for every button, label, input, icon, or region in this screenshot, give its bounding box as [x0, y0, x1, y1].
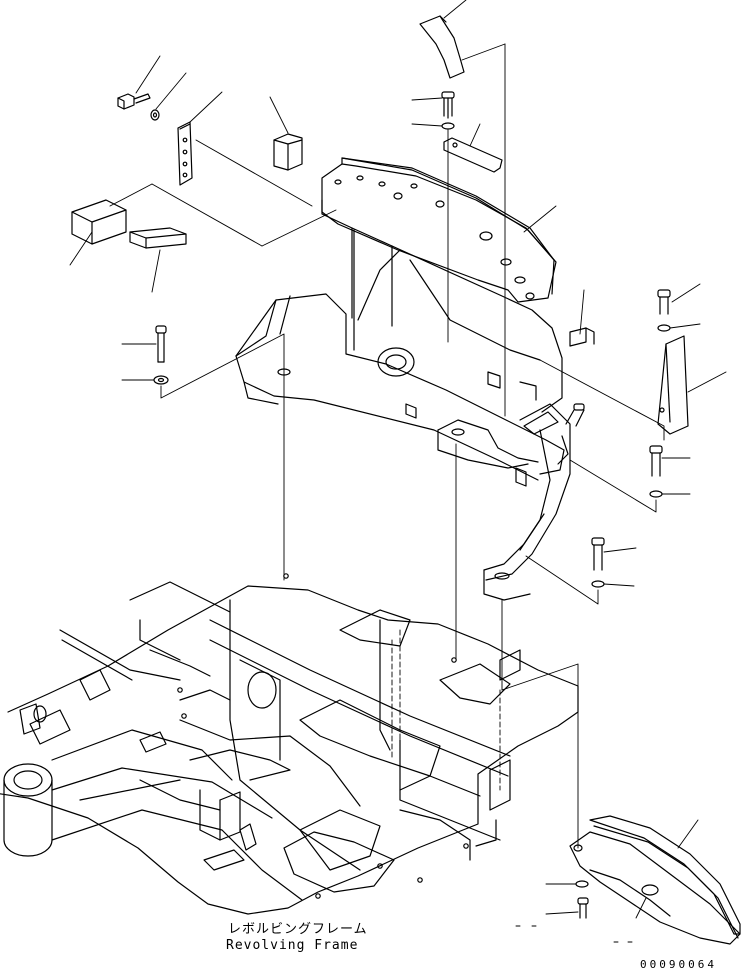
block-small-top	[273, 133, 303, 171]
leader-lines-right	[455, 205, 727, 691]
hidden-lines	[391, 629, 501, 791]
bracket-right	[657, 335, 689, 435]
leader-lines-left-mid	[121, 333, 285, 581]
bolt-left-mid	[153, 325, 169, 385]
small-bolt-hook	[565, 403, 585, 427]
block-right-small	[569, 327, 595, 347]
caption-english: Revolving Frame	[226, 938, 359, 953]
block-large-left	[71, 199, 127, 245]
washer-top-left	[150, 109, 160, 121]
caption-japanese: レボルビングフレーム	[228, 922, 368, 937]
block-flat-left	[129, 227, 187, 249]
bolt-top-left	[117, 93, 151, 110]
leader-lines-top-left	[69, 55, 337, 293]
leader-lines-bottom-right	[501, 663, 699, 943]
drawing-code: 00090064	[640, 958, 717, 971]
bolt-bottom-right	[575, 880, 589, 919]
counterweight	[235, 157, 571, 601]
cover-plate	[569, 831, 741, 945]
revolving-frame	[0, 573, 579, 915]
edge-seal	[589, 815, 741, 939]
bolt-top-center	[441, 91, 455, 130]
leader-lines-top-center	[411, 43, 506, 417]
strap-top	[443, 137, 503, 173]
bolt-right-low	[591, 537, 605, 588]
clip-top	[419, 15, 465, 79]
bracket-plate-top-left	[177, 121, 193, 186]
bolt-right-top	[657, 289, 671, 332]
bolt-right-mid	[649, 445, 663, 498]
